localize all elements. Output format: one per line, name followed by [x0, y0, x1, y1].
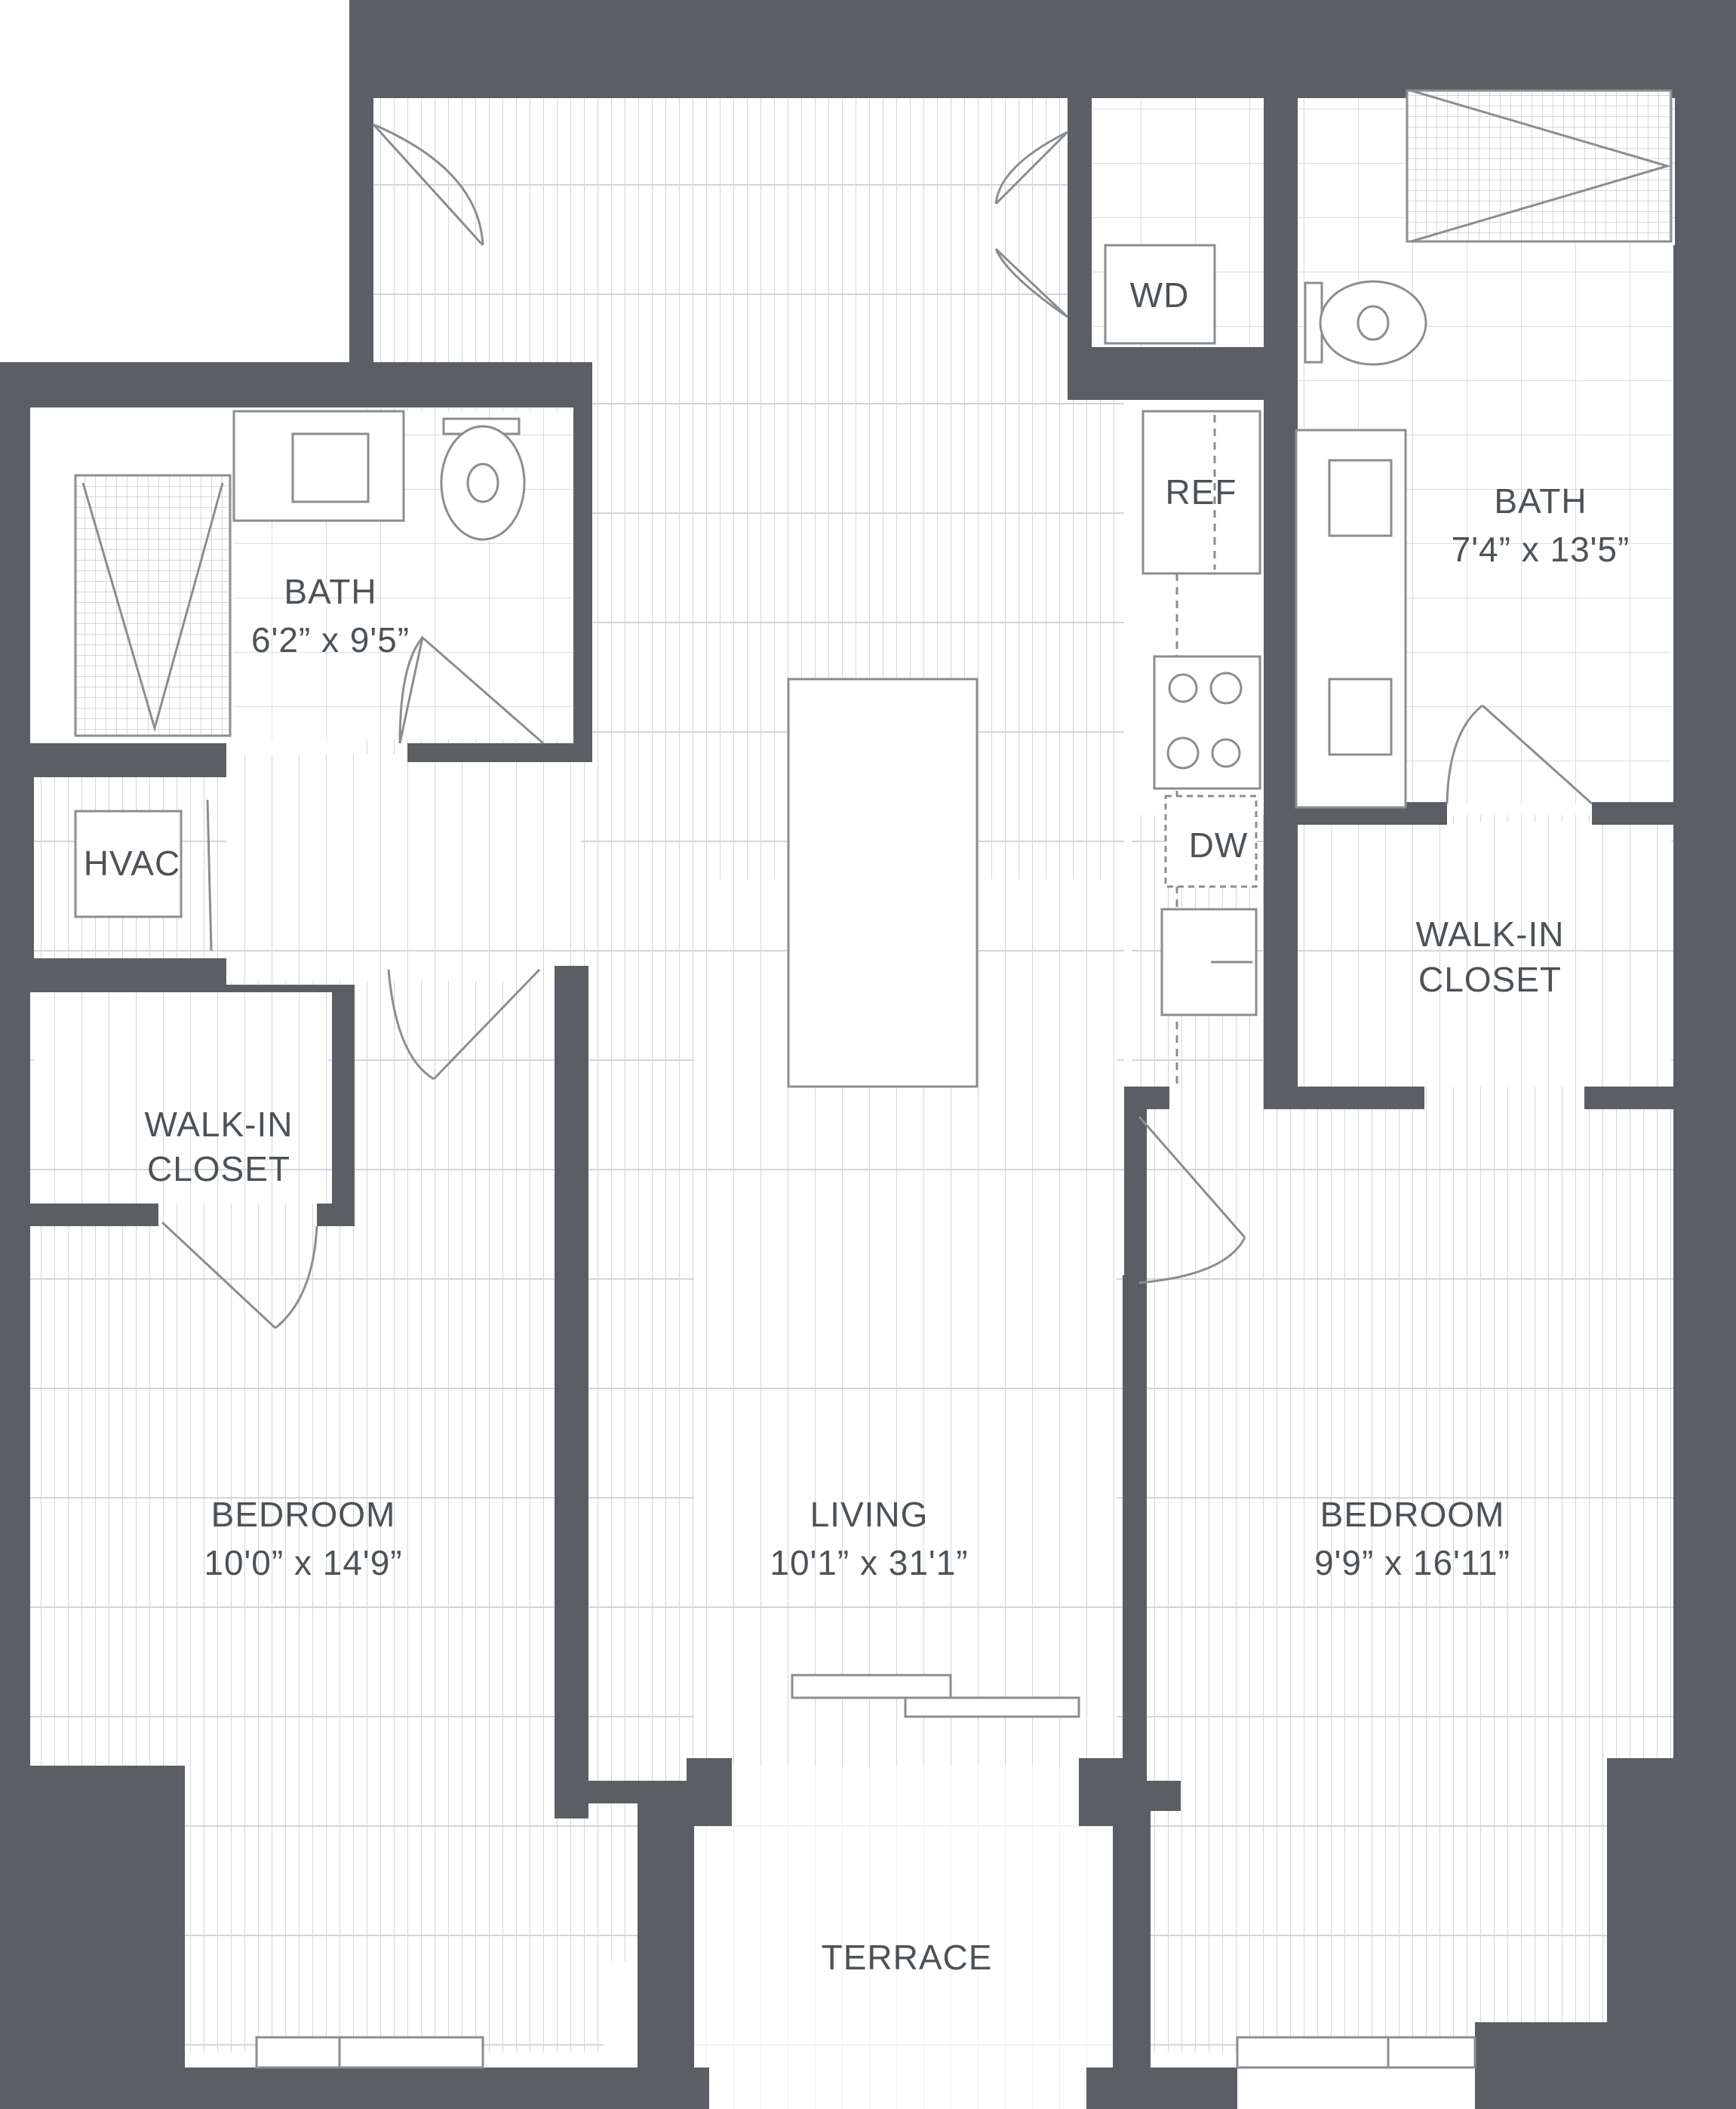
bedroom-right-dims: 9'9” x 16'11”: [1314, 1543, 1510, 1582]
range: [1153, 655, 1261, 790]
bath-right-dims: 7'4” x 13'5”: [1452, 530, 1630, 569]
shower-right: [1406, 89, 1673, 243]
closet-left-floor: [34, 988, 328, 1204]
fixtures: [74, 89, 1673, 1088]
fixture-wd-label: WD: [1130, 275, 1190, 315]
living-dims: 10'1” x 31'1”: [770, 1543, 968, 1582]
bedroom-left-name: BEDROOM: [211, 1495, 396, 1534]
fixture-hvac-label: HVAC: [84, 844, 180, 883]
closet-right-line1: WALK-IN: [1416, 915, 1565, 954]
hvac-unit: [74, 810, 183, 918]
windows: [255, 1674, 1476, 2069]
refrigerator: [1141, 410, 1261, 575]
dishwasher: [1164, 795, 1258, 888]
sink-right-1: [1328, 459, 1393, 537]
window-bedroom-left: [255, 2036, 484, 2069]
closet-right-line2: CLOSET: [1418, 960, 1562, 999]
window-bedroom-right: [1236, 2036, 1476, 2069]
kitchen-island: [787, 678, 979, 1088]
closet-right-floor: [1294, 822, 1671, 1087]
sink-right-2: [1328, 678, 1393, 756]
labels: WD REF DW HVAC BATH 6'2” x 9'5” BATH 7'4…: [84, 275, 1630, 1977]
bath-right-name: BATH: [1494, 481, 1587, 521]
bath-left-dims: 6'2” x 9'5”: [251, 620, 410, 659]
bedroom-right-name: BEDROOM: [1320, 1495, 1505, 1534]
terrace-name: TERRACE: [822, 1938, 993, 1977]
fixture-ref-label: REF: [1166, 472, 1237, 512]
shower-left: [74, 474, 232, 737]
closet-left-line1: WALK-IN: [145, 1105, 293, 1144]
living-name: LIVING: [810, 1495, 929, 1534]
bedroom-left-dims: 10'0” x 14'9”: [204, 1543, 402, 1582]
closet-left-line2: CLOSET: [147, 1149, 290, 1188]
bath-left-name: BATH: [284, 572, 376, 611]
doors: [161, 123, 1593, 1330]
washer-dryer: [1104, 244, 1216, 345]
window-living: [791, 1674, 952, 1699]
fixture-dw-label: DW: [1189, 825, 1249, 865]
sink-left: [291, 432, 370, 503]
